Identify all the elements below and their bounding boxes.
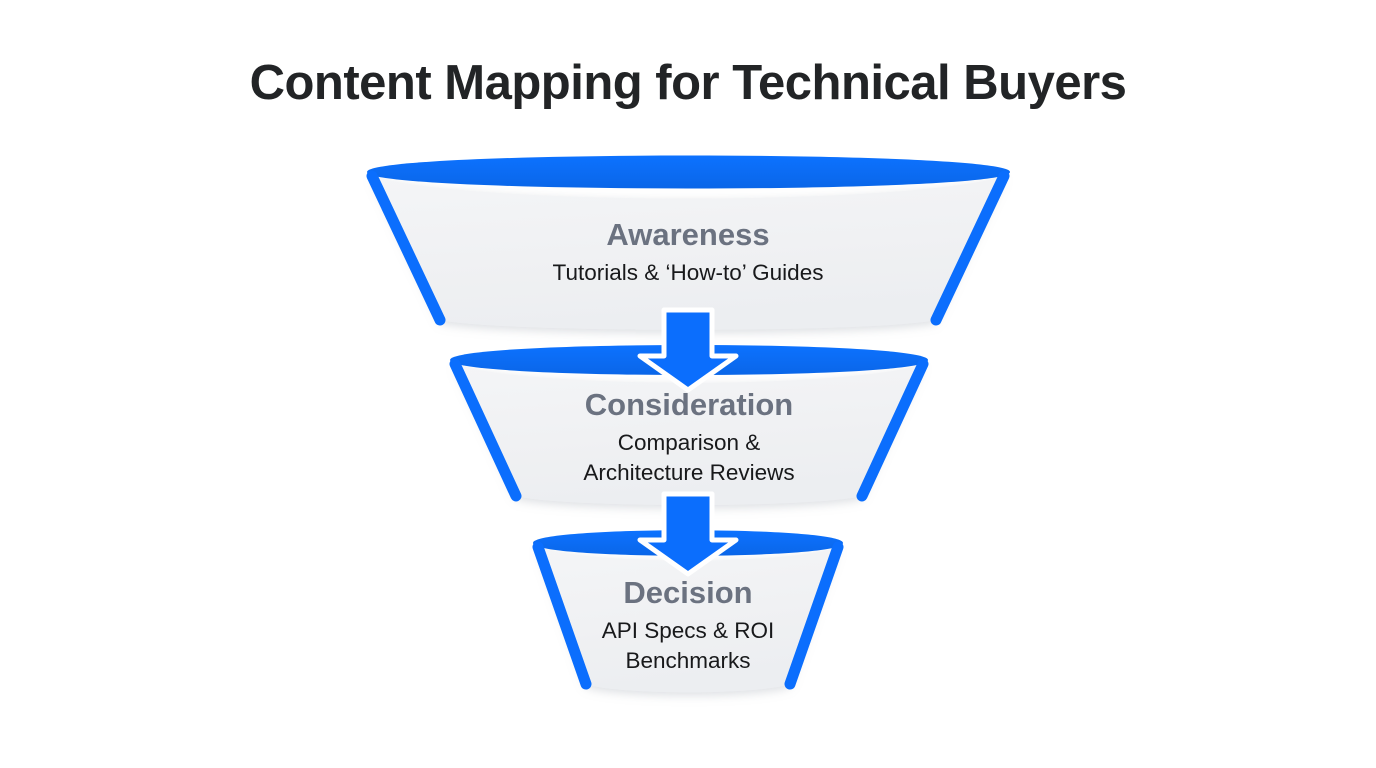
down-arrow-icon-2 xyxy=(637,491,739,577)
funnel-stage-awareness-rim xyxy=(367,155,1010,189)
funnel-stage-consideration[interactable] xyxy=(449,345,929,505)
funnel-stage-decision-right-edge xyxy=(784,541,844,690)
funnel-stage-consideration-left-edge xyxy=(449,358,522,502)
funnel-stage-awareness[interactable] xyxy=(366,155,1010,330)
funnel-stage-consideration-body xyxy=(455,364,923,505)
funnel-stage-awareness-body xyxy=(372,176,1004,330)
funnel-stage-decision-body xyxy=(538,547,838,693)
funnel-stage-consideration-right-edge xyxy=(856,358,929,502)
funnel-stage-decision[interactable] xyxy=(532,530,844,693)
funnel-stage-decision-left-edge xyxy=(532,541,592,690)
page-title: Content Mapping for Technical Buyers xyxy=(249,56,1127,110)
funnel-stage-awareness-right-edge xyxy=(930,170,1010,326)
funnel-stage-awareness-left-edge xyxy=(366,170,446,326)
down-arrow-icon-1 xyxy=(637,307,739,393)
